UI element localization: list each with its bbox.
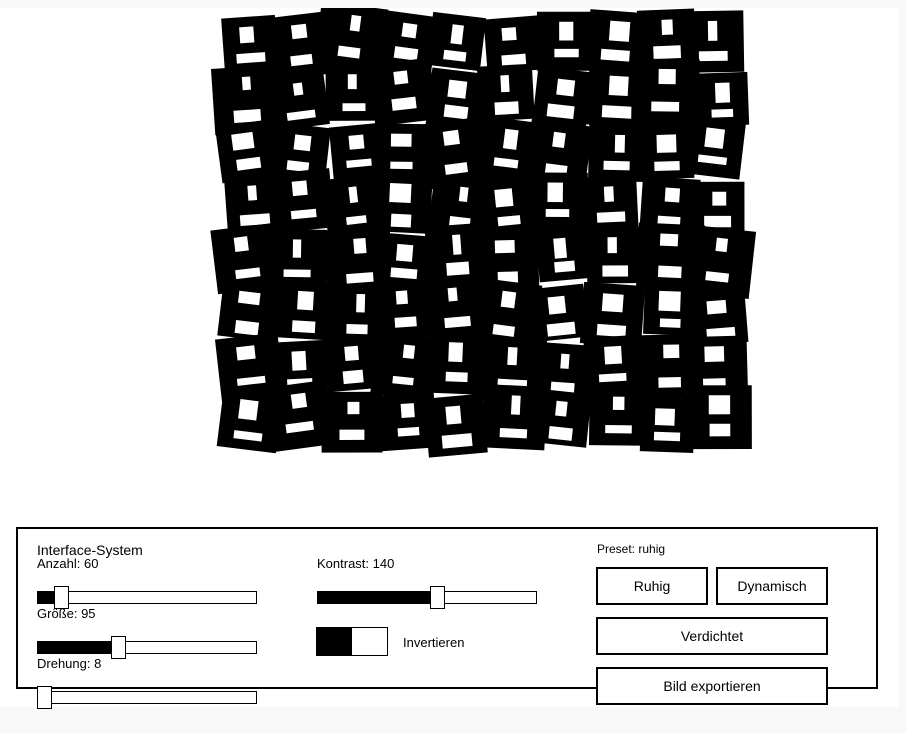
tile: [267, 229, 328, 289]
tile: [639, 397, 696, 454]
tile: [371, 123, 432, 184]
tile: [425, 331, 490, 395]
tile: [535, 225, 592, 283]
invert-toggle[interactable]: [316, 627, 388, 656]
tile: [423, 393, 488, 458]
tile: [532, 388, 592, 448]
count-slider[interactable]: [37, 586, 257, 609]
tile: [370, 331, 439, 401]
tile: [214, 119, 280, 184]
preset-dense-button[interactable]: Verdichtet: [596, 617, 828, 655]
tile: [373, 278, 436, 341]
tile: [269, 168, 335, 233]
panel-title: Interface-System: [37, 542, 143, 558]
tile: [476, 63, 535, 122]
tile: [636, 8, 697, 68]
rotation-slider-thumb[interactable]: [36, 686, 52, 709]
tile: [681, 115, 747, 180]
tile: [690, 181, 745, 236]
tile: [527, 172, 588, 233]
contrast-slider-thumb[interactable]: [429, 586, 445, 609]
tile: [643, 280, 699, 336]
tile: [377, 391, 438, 452]
tile: [313, 8, 389, 77]
tile: [537, 11, 597, 71]
invert-toggle-knob: [317, 628, 352, 655]
tile: [371, 172, 433, 234]
size-slider-thumb[interactable]: [110, 636, 126, 659]
tile: [586, 226, 644, 284]
preset-dynamic-button[interactable]: Dynamisch: [716, 567, 828, 605]
tile: [217, 278, 281, 343]
tile: [321, 173, 388, 240]
tile: [586, 9, 647, 70]
size-slider[interactable]: [37, 636, 257, 659]
tile: [268, 69, 330, 131]
tile: [681, 224, 757, 299]
tile: [223, 173, 284, 234]
tile: [582, 175, 639, 232]
tile: [425, 67, 490, 132]
tile: [474, 175, 542, 244]
export-image-button[interactable]: Bild exportieren: [596, 667, 828, 705]
tile: [583, 334, 641, 393]
art-canvas: [0, 8, 898, 707]
tile: [588, 124, 646, 182]
generative-tile-artwork: [210, 8, 757, 458]
tile: [681, 10, 745, 73]
contrast-label: Kontrast: 140: [317, 556, 395, 571]
tile: [424, 222, 490, 288]
tile: [274, 279, 335, 341]
tile: [368, 57, 438, 127]
preset-status: Preset: ruhig: [597, 542, 666, 556]
tile: [375, 232, 435, 292]
tile: [214, 332, 285, 403]
tile: [267, 121, 331, 185]
tile: [426, 11, 487, 72]
tile: [483, 15, 542, 74]
tile: [530, 283, 589, 342]
tile: [534, 341, 594, 401]
tile: [221, 14, 279, 73]
tile: [579, 281, 646, 348]
invert-label: Invertieren: [403, 635, 465, 650]
preset-calm-button[interactable]: Ruhig: [596, 567, 708, 605]
tile: [210, 222, 282, 295]
tile: [322, 333, 382, 393]
size-label: Größe: 95: [37, 606, 96, 621]
tile: [469, 277, 543, 351]
rotation-slider[interactable]: [36, 686, 257, 709]
control-panel: [16, 527, 878, 689]
tile: [480, 383, 548, 451]
tile: [638, 123, 695, 180]
count-slider-thumb[interactable]: [53, 586, 69, 609]
tile: [321, 391, 383, 453]
tile: [261, 379, 335, 453]
tile: [325, 283, 390, 348]
tile: [687, 385, 752, 450]
tile: [631, 58, 700, 128]
count-label: Anzahl: 60: [37, 556, 99, 571]
tile: [532, 66, 593, 127]
tile: [694, 71, 750, 127]
tile: [588, 386, 649, 446]
tile: [210, 64, 282, 136]
tile: [325, 64, 383, 121]
rotation-label: Drehung: 8: [37, 656, 102, 671]
contrast-slider[interactable]: [317, 586, 537, 609]
tile: [376, 9, 439, 72]
